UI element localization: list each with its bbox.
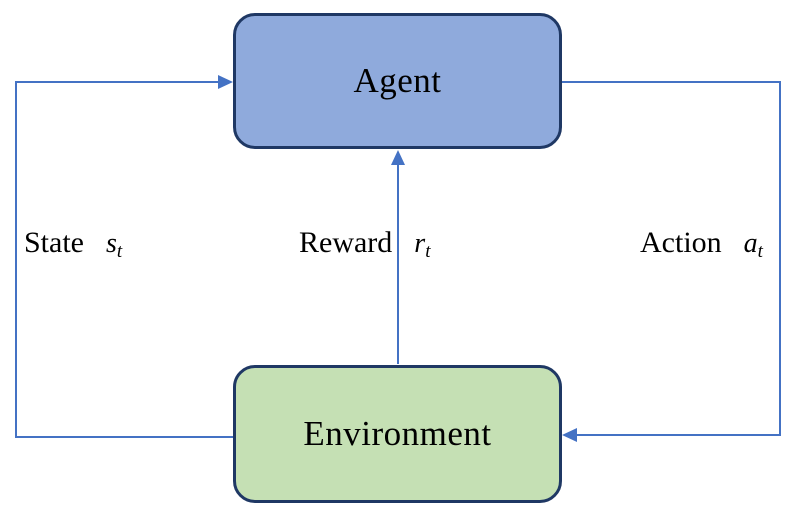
reward-arrowhead-icon [391, 150, 405, 165]
state-subscript: t [116, 241, 123, 262]
reward-variable: rt [414, 228, 431, 262]
agent-box-label: Agent [353, 61, 442, 100]
reward-word: Reward [299, 226, 393, 259]
state-word: State [24, 226, 84, 259]
reward-arrow [391, 150, 405, 364]
reward-label: Reward rt [299, 226, 431, 262]
environment-box-label: Environment [303, 414, 492, 453]
action-arrowhead-icon [562, 428, 577, 442]
action-label: Action at [640, 226, 763, 262]
state-arrow [15, 75, 233, 438]
action-arrow [562, 81, 781, 442]
action-subscript: t [757, 241, 763, 262]
state-variable: st [106, 228, 123, 262]
action-variable: at [743, 228, 763, 262]
agent-box: Agent [233, 13, 562, 149]
state-arrowhead-icon [218, 75, 233, 89]
environment-box: Environment [233, 365, 562, 503]
reward-subscript: t [425, 241, 431, 262]
action-word: Action [640, 226, 722, 259]
